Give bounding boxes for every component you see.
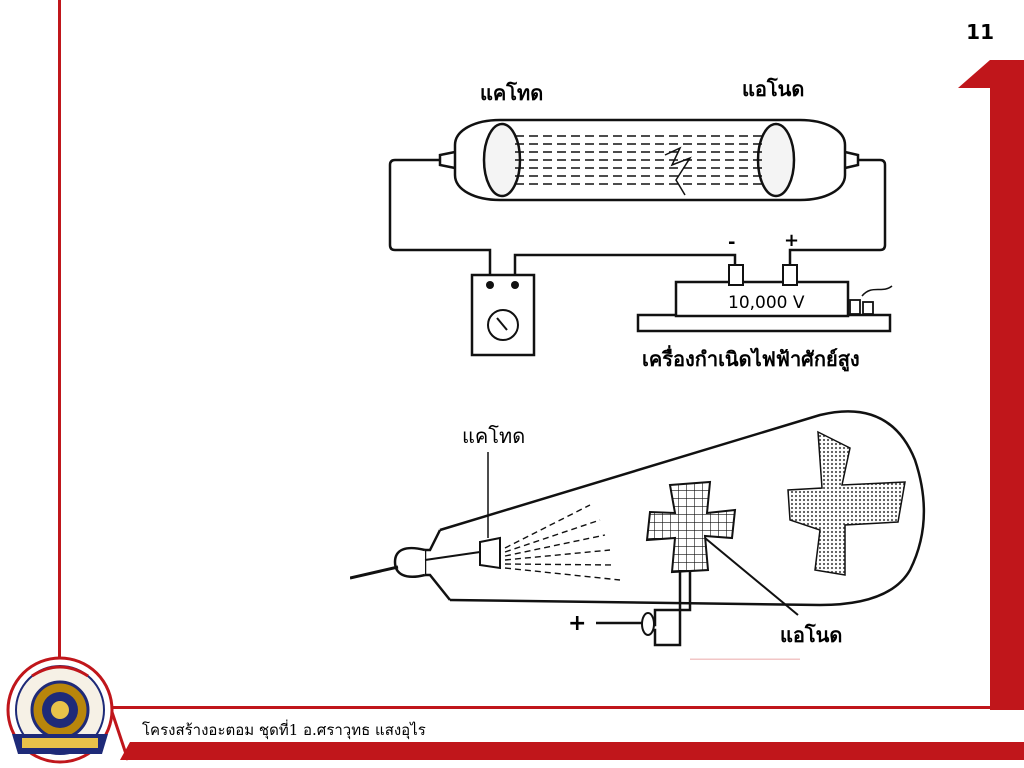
electron-beam: [504, 504, 621, 581]
plus-terminal-label: +: [784, 230, 799, 251]
minus-terminal-label: -: [728, 232, 735, 253]
anode-pointer-line: [704, 537, 799, 616]
top-anode-label: แอโนด: [742, 77, 804, 101]
cross-shadow: [787, 430, 906, 576]
maltese-cross-anode: [645, 480, 737, 574]
generator-base: [636, 313, 892, 333]
bottom-cathode: [479, 536, 501, 570]
cathode-disk: [482, 122, 522, 198]
circuit-wires: [388, 158, 887, 275]
tube-outline: [439, 410, 926, 607]
maltese-cross-tube-diagram: แคโทด + แอโนด: [350, 410, 926, 660]
top-cathode-label: แคโทด: [480, 81, 543, 105]
left-accent-line: [58, 0, 61, 700]
school-seal-icon: [6, 656, 114, 764]
right-accent-bar: [990, 60, 1024, 710]
cathode-rays: [515, 135, 762, 185]
voltage-readout: 10,000 V: [728, 293, 805, 313]
generator-body: [674, 280, 850, 318]
bottom-anode-label: แอโนด: [780, 623, 842, 647]
footer-top-line: [110, 706, 1024, 709]
bottom-plus-label: +: [568, 611, 586, 636]
anode-disk: [756, 122, 796, 198]
galvanometer-box: [470, 273, 536, 357]
tube-base: [393, 546, 426, 579]
crt-tube-diagram: แคโทด แอโนด - + 10,000 V เครื่องกำเนิดไฟ…: [388, 77, 893, 373]
glow-mark: [664, 146, 692, 196]
right-accent-corner: [958, 60, 990, 88]
footer-caption: โครงสร้างอะตอม ชุดที่1 อ.ศราวุทธ แสงอุไร: [142, 721, 426, 739]
generator-label: เครื่องกำเนิดไฟฟ้าศักย์สูง: [642, 344, 860, 373]
bottom-cathode-label: แคโทด: [462, 424, 525, 448]
slide-number: 11: [966, 20, 994, 44]
footer-bar: [120, 742, 1024, 760]
